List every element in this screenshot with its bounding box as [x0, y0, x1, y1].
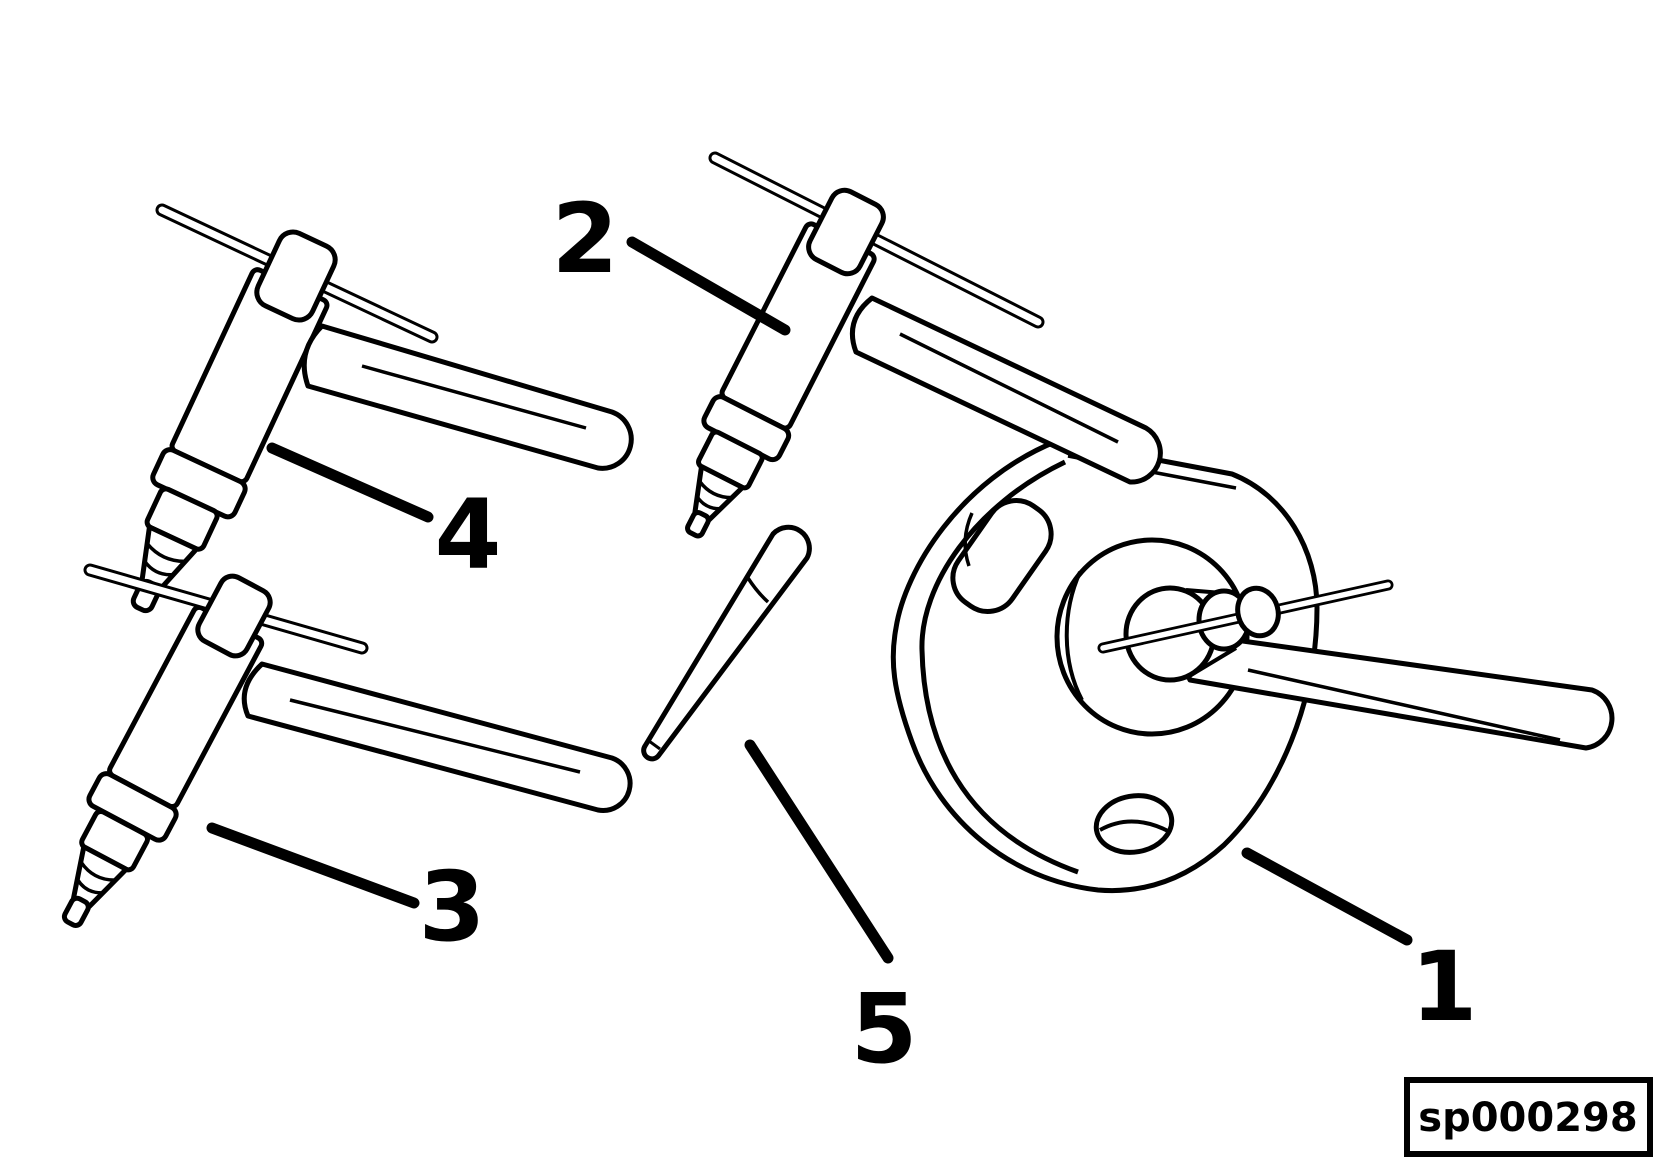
- callout-2-leader: [626, 236, 791, 336]
- tool2-tbar-fill: [711, 154, 1042, 326]
- disc-kidney-slot: [950, 498, 1054, 614]
- tool3-arm-highlight: [289, 698, 581, 774]
- callout-3-label: 3: [419, 851, 486, 963]
- tool4-arm-highlight: [361, 364, 587, 430]
- disc-bottom-hole: [1093, 793, 1175, 855]
- disc-slot-shading: [963, 512, 974, 567]
- callout-1-label: 1: [1411, 931, 1478, 1043]
- disc-bore-wall: [1064, 571, 1084, 701]
- part-drawing-tool-5: [641, 524, 812, 762]
- tool4-cone-rings: [143, 542, 186, 577]
- tool3-tip-nub: [61, 895, 91, 928]
- tool4-arm: [301, 323, 634, 471]
- figure-code-box: sp000298: [1404, 1077, 1653, 1157]
- callout-5-label: 5: [851, 973, 918, 1085]
- disc-hole-chord: [1099, 819, 1171, 834]
- tool5-punch: [641, 524, 812, 762]
- part-drawing-tool-2: [685, 151, 1163, 539]
- figure-code-text: sp000298: [1418, 1095, 1637, 1141]
- tool2-arm: [849, 295, 1163, 485]
- tool1-handle-highlight: [1247, 668, 1561, 742]
- callout-leaders: [206, 236, 1413, 964]
- tool2-clamp-block: [806, 187, 886, 277]
- part-drawing-tool-1: [890, 438, 1615, 894]
- tool2-arm-highlight: [899, 332, 1119, 444]
- callout-1-leader: [1241, 847, 1413, 946]
- tool2-tip-nub: [685, 510, 711, 539]
- callout-4-leader: [266, 442, 434, 523]
- part-drawing-tool-3: [61, 563, 633, 928]
- tool2-cone-rings: [695, 480, 732, 511]
- figure-code-border: [1404, 1077, 1653, 1157]
- callout-2-label: 2: [552, 183, 619, 295]
- tool3-cone-rings: [76, 861, 115, 895]
- tool3-clamp-block: [195, 573, 273, 659]
- callout-5-leader: [744, 739, 894, 964]
- tool1-pin-knob: [1235, 585, 1281, 639]
- tool5-tip-line: [648, 739, 661, 751]
- tool5-surface-line: [746, 577, 770, 604]
- part-drawing-tool-4: [130, 203, 634, 614]
- callout-3-leader: [206, 822, 420, 909]
- callout-4-label: 4: [435, 479, 502, 591]
- tool4-clamp-block: [254, 229, 338, 323]
